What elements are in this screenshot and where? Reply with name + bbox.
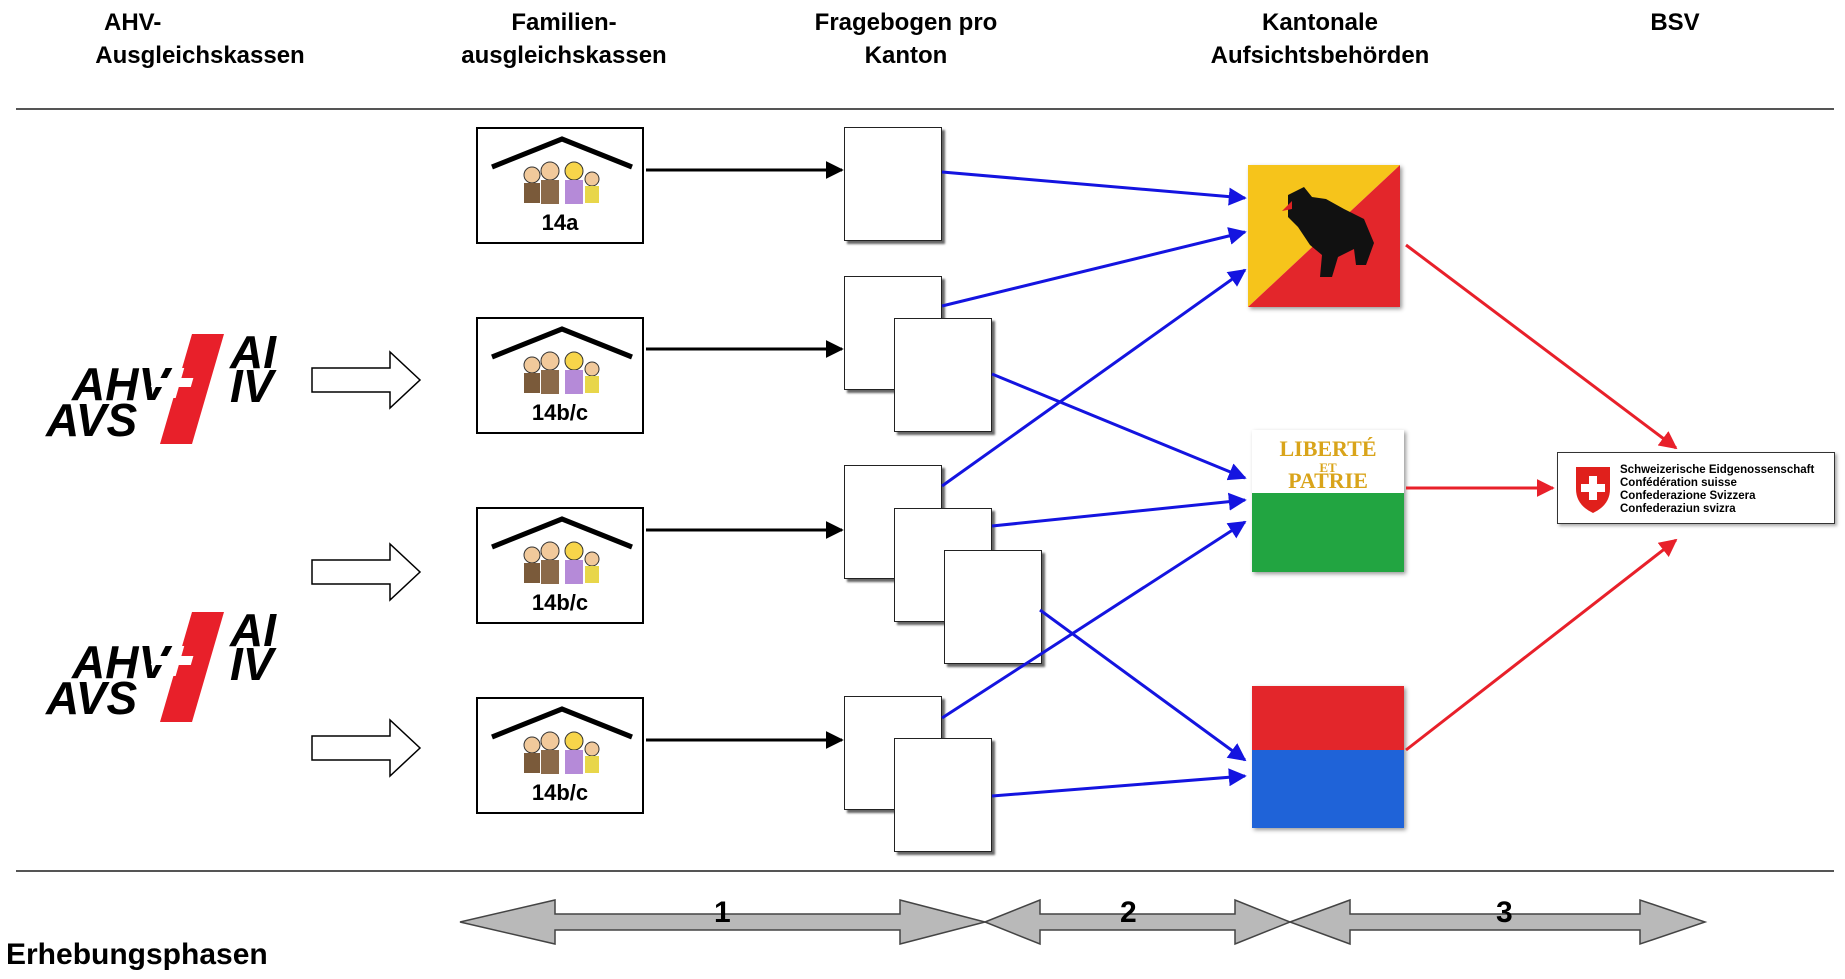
column-header-questionnaire: Fragebogen pro Kanton — [776, 6, 1036, 72]
zurich-flag-background — [1252, 686, 1404, 828]
ahv-logo-iv-text: IV — [230, 360, 274, 412]
column-header-cantonal-line1: Kantonale — [1261, 9, 1378, 36]
bottom-divider — [16, 870, 1834, 872]
family-house-icon — [491, 326, 633, 394]
column-header-bsv: BSV — [1600, 6, 1750, 39]
phases-label: Erhebungsphasen — [6, 938, 268, 971]
flag-bern — [1248, 165, 1400, 307]
family-box-label: 14b/c — [531, 590, 589, 615]
phase-number-2: 2 — [1120, 896, 1137, 929]
vaud-flag-background — [1252, 430, 1404, 572]
ahv-logo-ai-text: AI — [230, 326, 276, 378]
column-header-questionnaire-line1: Fragebogen pro — [814, 9, 998, 36]
vaud-motto-line2: ET — [1319, 460, 1337, 475]
red-arrow-3 — [1405, 538, 1678, 752]
hollow-arrow-2 — [311, 542, 422, 602]
bsv-line-1: Schweizerische Eidgenossenschaft — [1620, 464, 1815, 476]
hollow-arrow-1 — [311, 350, 422, 410]
family-box-4: 14b/c — [476, 697, 644, 814]
vaud-motto-line1: LIBERTÉ — [1279, 436, 1377, 461]
top-divider — [16, 108, 1834, 110]
column-header-family-line2: ausgleichskassen — [461, 42, 667, 69]
family-house-icon — [491, 136, 633, 204]
family-box-label: 14b/c — [531, 780, 589, 805]
column-header-ahv: AHV- Ausgleichskassen — [60, 6, 340, 72]
column-header-cantonal-line2: Aufsichtsbehörden — [1210, 42, 1430, 69]
bsv-line-3: Confederazione Svizzera — [1620, 490, 1756, 502]
column-header-family-line1: Familien- — [511, 9, 617, 36]
family-box-2: 14b/c — [476, 317, 644, 434]
family-house-icon — [491, 516, 633, 584]
bern-bear-icon — [1248, 165, 1400, 307]
questionnaire-doc — [844, 127, 942, 241]
blue-arrow-8 — [991, 768, 1247, 798]
column-header-bsv-line1: BSV — [1650, 9, 1700, 36]
family-box-label: 14b/c — [531, 400, 589, 425]
phase-arrow-2 — [982, 898, 1293, 946]
family-box-label: 14a — [541, 210, 579, 235]
bsv-line-2: Confédération suisse — [1620, 477, 1737, 489]
family-house-icon — [491, 706, 633, 774]
ahv-logo-ai-text: AI — [230, 604, 276, 656]
questionnaire-doc — [944, 550, 1042, 664]
blue-arrow-5 — [991, 492, 1247, 528]
phase-number-3: 3 — [1496, 896, 1513, 929]
family-box-1: 14a — [476, 127, 644, 244]
blue-arrow-6 — [1039, 608, 1247, 762]
vaud-motto-line3: PATRIE — [1288, 468, 1368, 493]
phase-number-1: 1 — [714, 896, 731, 929]
ahv-logo-avs-text: AVS — [46, 672, 138, 724]
ahv-logo-avs-text: AVS — [46, 394, 138, 446]
column-header-family: Familien- ausgleichskassen — [434, 6, 694, 72]
ahv-logo-1: AHV AVS AI IV — [42, 326, 292, 446]
ahv-logo-iv-text: IV — [230, 638, 274, 690]
red-arrow-1 — [1405, 243, 1678, 450]
questionnaire-doc — [894, 318, 992, 432]
flag-vaud: LIBERTÉ ET PATRIE — [1252, 430, 1404, 572]
bsv-line-4: Confederaziun svizra — [1620, 503, 1736, 515]
swiss-cross-stripe-icon — [150, 334, 224, 444]
ahv-logo-2: AHV AVS AI IV — [42, 604, 292, 724]
column-header-questionnaire-line2: Kanton — [864, 42, 948, 69]
bsv-logo-box: Schweizerische Eidgenossenschaft Confédé… — [1557, 452, 1835, 524]
swiss-shield-icon — [1576, 467, 1610, 513]
blue-arrow-1 — [941, 170, 1247, 206]
column-header-ahv-line1: AHV- — [104, 9, 162, 36]
column-header-cantonal: Kantonale Aufsichtsbehörden — [1175, 6, 1465, 72]
blue-arrow-2 — [941, 227, 1247, 308]
swiss-cross-stripe-icon — [150, 612, 224, 722]
blue-arrow-3 — [991, 372, 1247, 481]
questionnaire-doc — [894, 738, 992, 852]
family-box-3: 14b/c — [476, 507, 644, 624]
bsv-text-block: Schweizerische Eidgenossenschaft Confédé… — [1620, 464, 1814, 516]
hollow-arrow-3 — [311, 718, 422, 778]
flag-zurich — [1252, 686, 1404, 828]
column-header-ahv-line2: Ausgleichskassen — [95, 42, 305, 69]
